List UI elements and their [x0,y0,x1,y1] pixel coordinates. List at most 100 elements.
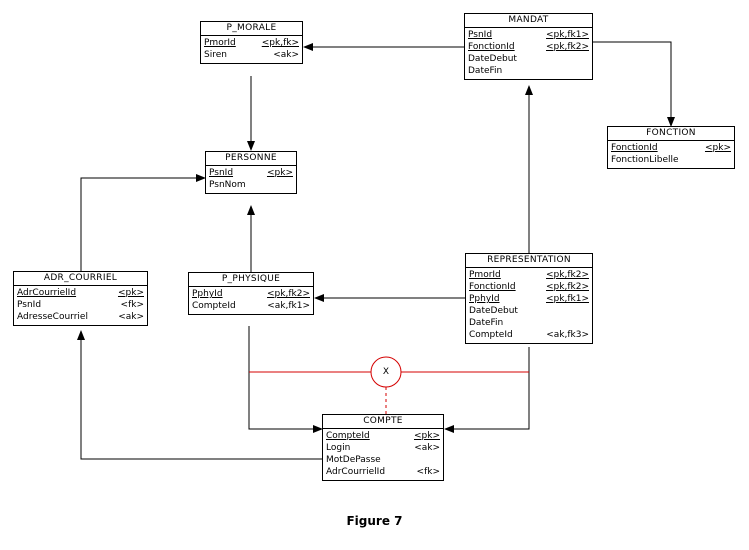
attribute-row: AdrCourrielId <fk> [326,466,440,478]
entity-title: P_PHYSIQUE [189,273,313,287]
attribute-name: DateDebut [469,306,518,316]
attribute-key: <pk,fk2> [546,270,589,280]
attribute-key [583,305,589,317]
entity-title: PERSONNE [206,152,296,166]
attribute-name: FonctionId [469,282,516,292]
entity-attributes: PphyId<pk,fk2>CompteId<ak,fk1> [189,287,313,314]
attribute-row: CompteId <pk> [326,430,440,442]
attribute-row: CompteId <ak,fk1> [192,300,310,312]
attribute-key: <pk,fk2> [267,289,310,299]
link-adr-courriel-personne [80,174,206,271]
attribute-row: FonctionLibelle [611,154,731,166]
attribute-row: PsnId <pk,fk1> [468,29,589,41]
attribute-key: <pk> [413,431,440,441]
attribute-row: AdrCourrielId<pk> [17,287,144,299]
attribute-name: FonctionLibelle [611,155,679,165]
attribute-key: <ak,fk3> [546,330,589,340]
entity-p-morale[interactable]: P_MORALE PmorId <pk,fk> Siren <ak> [200,21,303,64]
attribute-key [583,317,589,329]
attribute-row: DateFin [468,65,589,77]
attribute-key: <pk> [704,143,731,153]
attribute-name: PmorId [469,270,501,280]
attribute-key: <pk,fk2> [546,282,589,292]
attribute-name: AdrCourrielId [326,467,386,477]
figure-caption: Figure 7 [346,514,403,528]
attribute-name: FonctionId [611,143,658,153]
attribute-key: <fk> [416,467,440,477]
attribute-row: MotDePasse [326,454,440,466]
exclusion-label: X [382,367,390,377]
entity-title: P_MORALE [201,22,302,36]
attribute-name: PsnId [17,300,42,310]
entity-mandat[interactable]: MANDAT PsnId <pk,fk1> FonctionId <pk,fk2> Dat… [464,13,593,80]
attribute-row: FonctionId <pk> [611,142,731,154]
attribute-key [725,154,731,166]
attribute-key: <fk> [120,300,144,310]
attribute-row: Siren <ak> [204,49,299,61]
link-mandat-fonction [593,41,675,127]
attribute-row: PsnId <fk> [17,299,144,311]
entity-attributes: AdrCourrielId<pk>PsnId<fk>AdresseCourrie… [14,286,147,325]
attribute-row: PphyId <pk,fk1> [469,293,589,305]
attribute-key: <ak> [414,443,440,453]
attribute-name: CompteId [192,301,236,311]
attribute-key [434,454,440,466]
link-p-physique-compte [248,326,323,433]
entity-title: COMPTE [323,415,443,429]
attribute-name: DateFin [469,318,504,328]
attribute-row: DateDebut [469,305,589,317]
attribute-row: PmorId <pk,fk> [204,37,299,49]
attribute-name: CompteId [469,330,513,340]
entity-title: REPRESENTATION [466,254,592,268]
entity-attributes: FonctionId <pk> FonctionLibelle [608,141,734,168]
attribute-row: DateDebut [468,53,589,65]
attribute-name: DateFin [468,66,503,76]
attribute-row: PmorId <pk,fk2> [469,269,589,281]
attribute-key: <pk,fk2> [546,42,589,52]
attribute-key: <ak> [273,50,299,60]
attribute-row: PsnNom [209,179,293,191]
attribute-name: PsnNom [209,180,246,190]
attribute-key [583,53,589,65]
attribute-name: Login [326,443,351,453]
link-compte-adr-courriel [77,330,322,460]
link-representation-compte [444,347,530,433]
attribute-name: CompteId [326,431,370,441]
attribute-name: PsnId [468,30,493,40]
attribute-key: <pk> [266,168,293,178]
attribute-key: <pk,fk1> [546,294,589,304]
entity-title: ADR_COURRIEL [14,272,147,286]
entity-attributes: PsnId <pk,fk1> FonctionId <pk,fk2> DateDebut… [465,28,592,79]
entity-title: MANDAT [465,14,592,28]
attribute-name: AdresseCourriel [17,312,88,322]
attribute-row: FonctionId <pk,fk2> [468,41,589,53]
attribute-row: AdresseCourriel <ak> [17,311,144,323]
attribute-name: PphyId [469,294,500,304]
attribute-name: MotDePasse [326,455,381,465]
attribute-row: CompteId <ak,fk3> [469,329,589,341]
attribute-key: <ak> [118,312,144,322]
entity-representation[interactable]: REPRESENTATION PmorId <pk,fk2> FonctionId <p… [465,253,593,344]
attribute-row: Login <ak> [326,442,440,454]
attribute-name: DateDebut [468,54,517,64]
attribute-key: <pk,fk1> [546,30,589,40]
attribute-name: Siren [204,50,227,60]
entity-attributes: PmorId <pk,fk2> FonctionId <pk,fk2> PphyId <p… [466,268,592,343]
entity-attributes: PmorId <pk,fk> Siren <ak> [201,36,302,63]
attribute-key [287,179,293,191]
entity-attributes: PsnId<pk>PsnNom [206,166,296,193]
attribute-name: FonctionId [468,42,515,52]
attribute-key: <pk,fk> [261,38,299,48]
attribute-row: DateFin [469,317,589,329]
attribute-key: <pk> [117,288,144,298]
attribute-row: FonctionId <pk,fk2> [469,281,589,293]
attribute-name: PmorId [204,38,236,48]
attribute-key: <ak,fk1> [267,301,310,311]
